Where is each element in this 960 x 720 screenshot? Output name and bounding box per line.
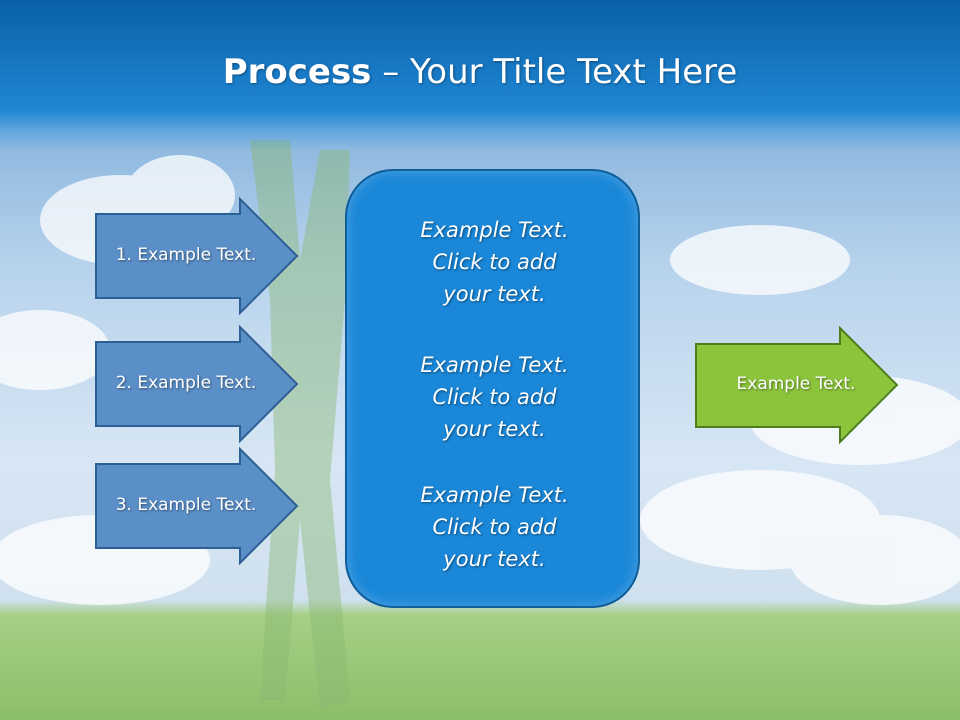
block-3-line-3: your text.: [443, 547, 546, 571]
input-arrow-1-label: 1. Example Text.: [115, 245, 257, 265]
input-arrow-1[interactable]: [95, 196, 299, 316]
grass-figure: [250, 140, 350, 710]
process-text-block-1[interactable]: Example Text. Click to add your text.: [347, 214, 642, 310]
block-1-line-3: your text.: [443, 282, 546, 306]
block-1-line-1: Example Text.: [420, 218, 569, 242]
block-2-line-2: Click to add: [432, 385, 557, 409]
process-text-block-3[interactable]: Example Text. Click to add your text.: [347, 479, 642, 575]
input-arrow-2[interactable]: [95, 324, 299, 444]
title-bar: [0, 0, 960, 150]
process-text-block-2[interactable]: Example Text. Click to add your text.: [347, 349, 642, 445]
block-1-line-2: Click to add: [432, 250, 557, 274]
input-arrow-3[interactable]: [95, 446, 299, 566]
block-3-line-1: Example Text.: [420, 483, 569, 507]
input-arrow-2-label: 2. Example Text.: [115, 373, 257, 393]
output-arrow[interactable]: [695, 325, 899, 445]
title-rest: – Your Title Text Here: [371, 52, 738, 92]
block-2-line-1: Example Text.: [420, 353, 569, 377]
input-arrow-3-label: 3. Example Text.: [115, 495, 257, 515]
process-box[interactable]: Example Text. Click to add your text. Ex…: [345, 169, 640, 608]
block-2-line-3: your text.: [443, 417, 546, 441]
output-arrow-label: Example Text.: [736, 374, 856, 394]
block-3-line-2: Click to add: [432, 515, 557, 539]
slide-title: Process – Your Title Text Here: [0, 52, 960, 92]
title-bold: Process: [222, 52, 372, 92]
